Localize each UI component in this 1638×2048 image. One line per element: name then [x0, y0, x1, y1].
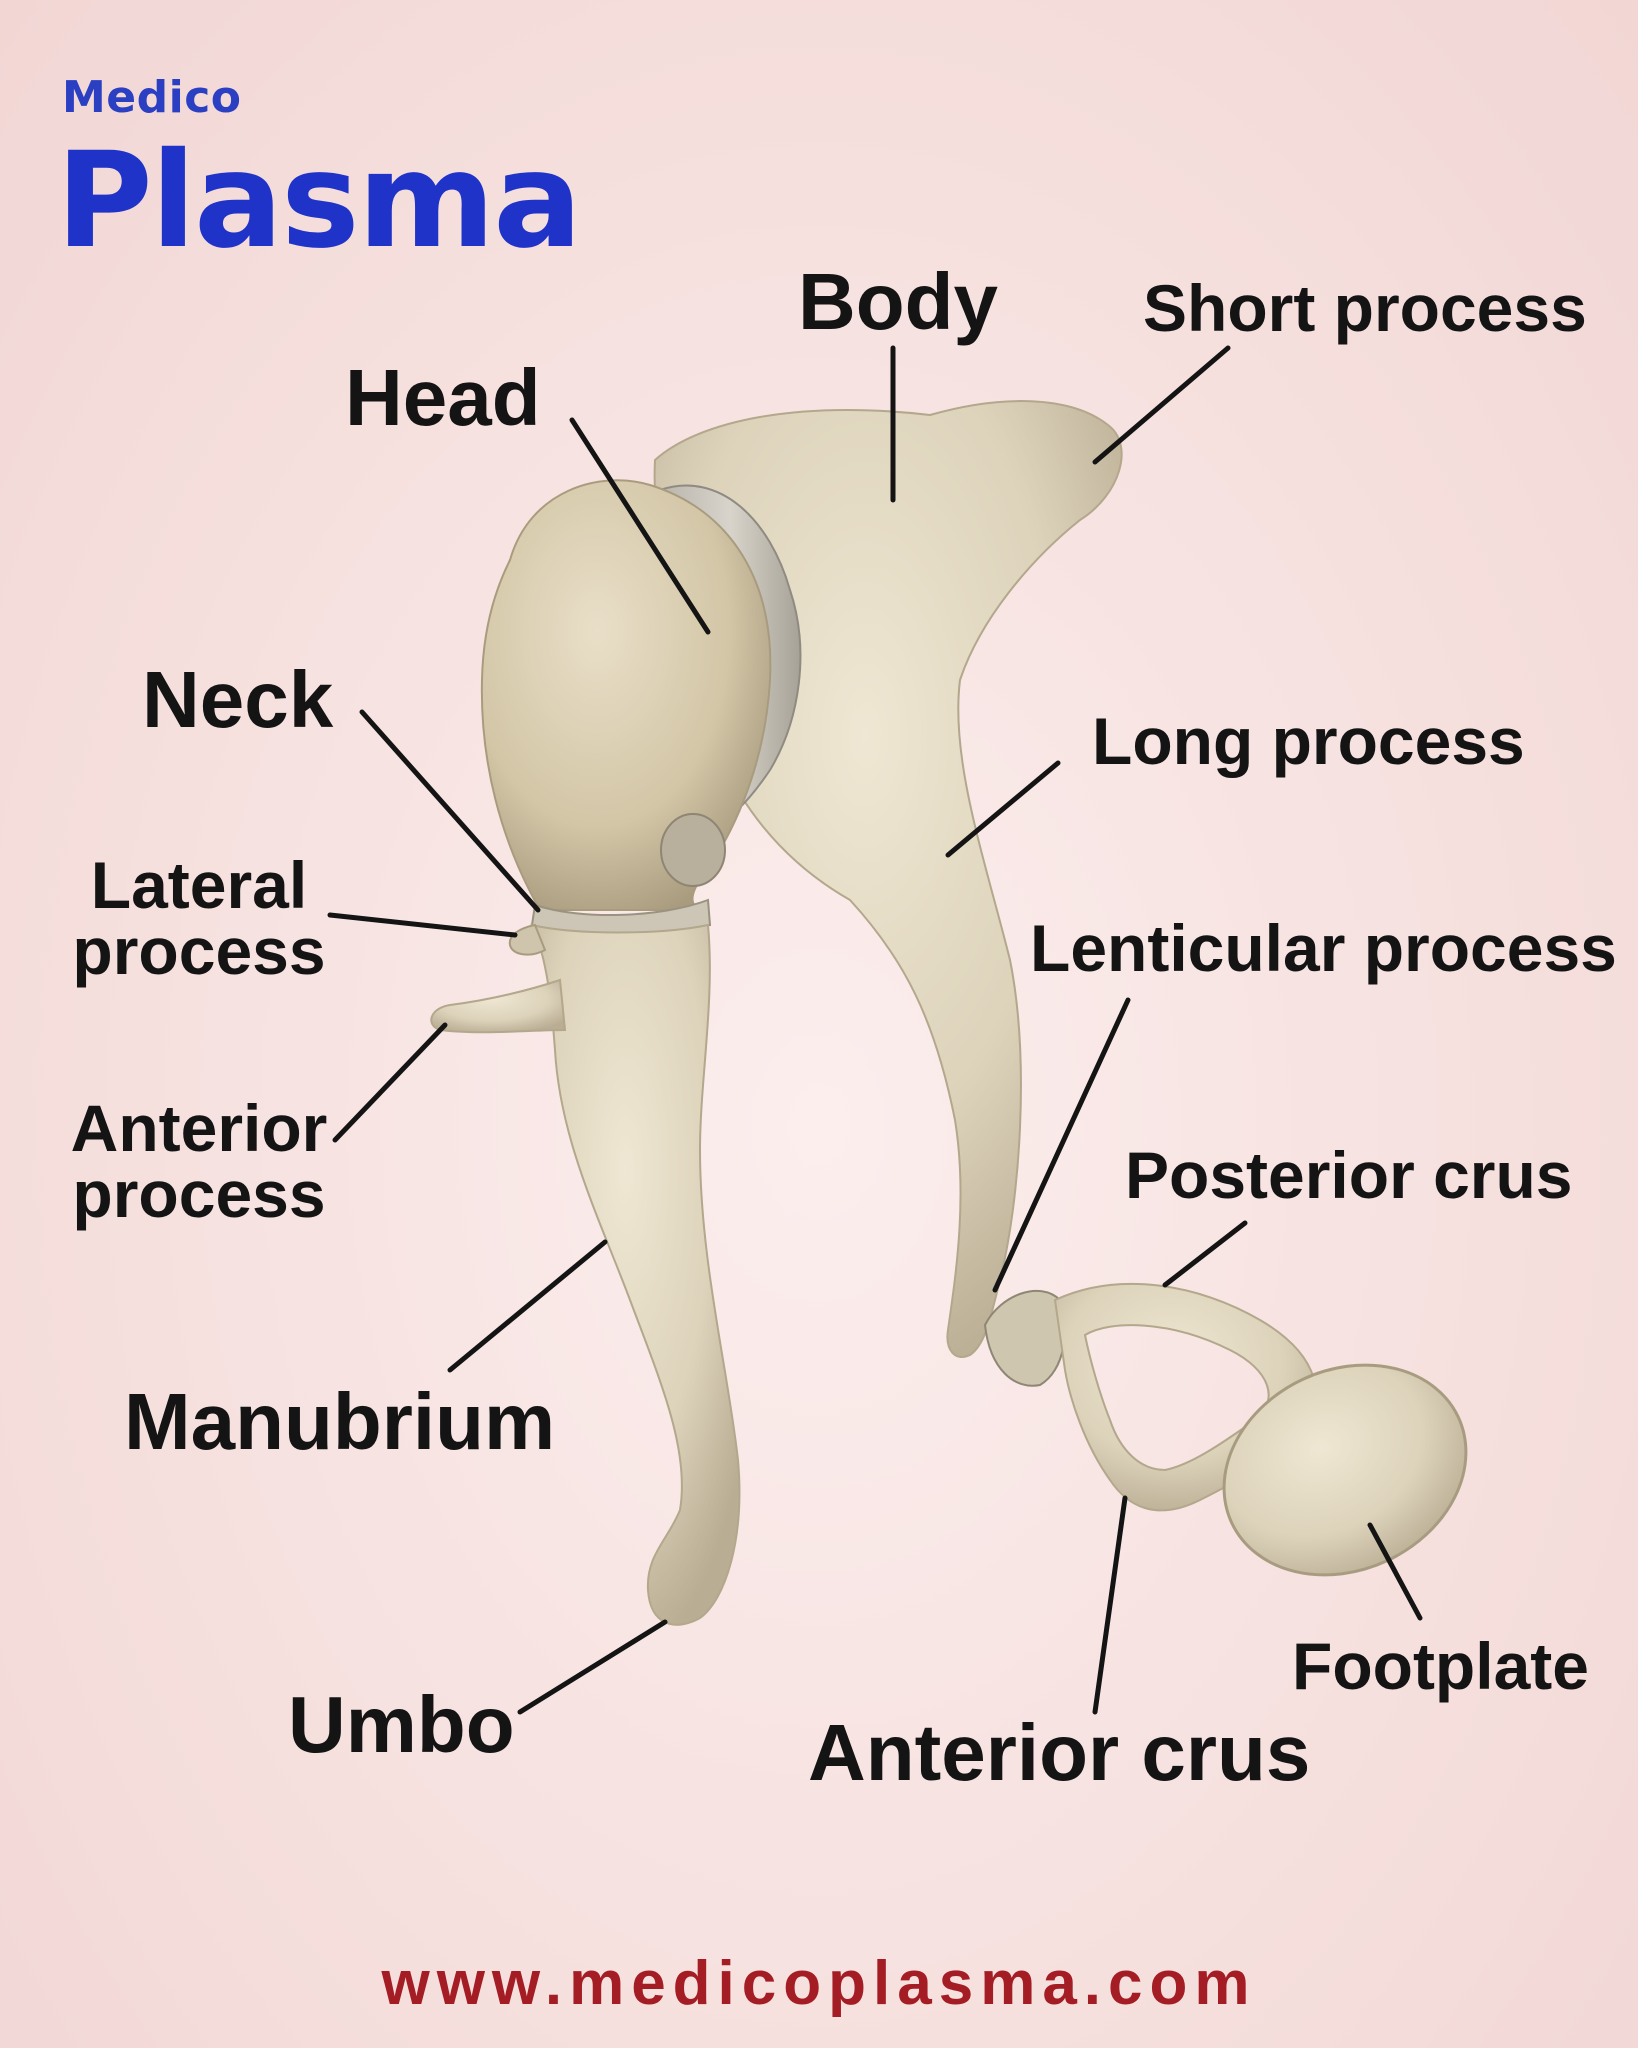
- brand-medico-text: Medico: [62, 72, 242, 123]
- leader-lenticular-process: [992, 997, 1131, 1293]
- label-footplate: Footplate: [1292, 1629, 1589, 1703]
- neck-condyle: [660, 813, 726, 887]
- footer-url[interactable]: www.medicoplasma.com: [381, 1949, 1257, 2018]
- label-body: Body: [798, 257, 998, 346]
- label-lenticular-process: Lenticular process: [1030, 911, 1617, 985]
- label-short-process: Short process: [1143, 271, 1587, 345]
- stapes-head: [983, 1290, 1066, 1387]
- leader-anterior-process: [332, 1022, 448, 1143]
- leader-lines: [327, 345, 1423, 1715]
- leader-umbo: [517, 1619, 668, 1715]
- malleus-head: [480, 479, 772, 911]
- leader-manubrium: [447, 1239, 608, 1373]
- leader-long-process: [945, 760, 1061, 858]
- label-long-process: Long process: [1092, 704, 1525, 778]
- label-lateral-process-line1: Lateral: [90, 848, 308, 922]
- leader-short-process: [1092, 345, 1231, 465]
- anterior-process-bone: [430, 978, 567, 1034]
- leader-anterior-crus: [1092, 1495, 1128, 1715]
- label-anterior-process: Anterior process: [58, 1095, 340, 1227]
- leader-posterior-crus: [1162, 1220, 1248, 1288]
- label-posterior-crus: Posterior crus: [1125, 1138, 1573, 1212]
- leader-head: [569, 417, 711, 635]
- label-anterior-process-line1: Anterior: [70, 1091, 328, 1165]
- label-head: Head: [345, 353, 541, 442]
- label-anterior-process-line2: process: [72, 1157, 326, 1231]
- label-lateral-process-line2: process: [72, 914, 326, 988]
- brand-plasma-logo: Plasma: [56, 124, 582, 278]
- leader-lateral-process: [327, 912, 518, 938]
- label-neck: Neck: [142, 655, 334, 744]
- label-manubrium: Manubrium: [124, 1377, 556, 1466]
- label-anterior-crus: Anterior crus: [808, 1708, 1311, 1797]
- leader-neck: [359, 709, 541, 913]
- label-lateral-process: Lateral process: [68, 852, 330, 984]
- leader-footplate: [1367, 1522, 1423, 1621]
- lateral-process-bone: [508, 923, 547, 956]
- stapes-footplate: [1222, 1363, 1468, 1577]
- label-umbo: Umbo: [288, 1680, 515, 1769]
- malleus-manubrium: [530, 923, 741, 1626]
